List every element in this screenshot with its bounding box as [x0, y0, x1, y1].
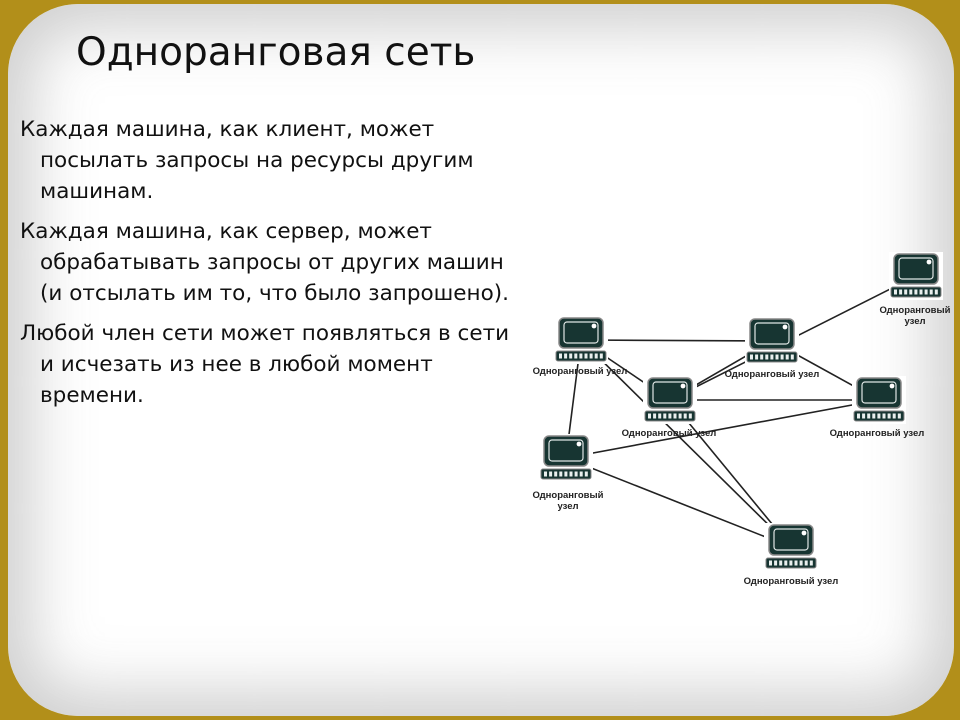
computer-icon — [889, 252, 943, 300]
node-label: Одноранговый узел — [622, 428, 717, 439]
link-n4-n6 — [565, 457, 792, 548]
computer-icon — [554, 316, 608, 364]
link-n4-n7 — [565, 399, 880, 459]
slide-title: Одноранговая сеть — [76, 30, 476, 75]
bullet-1: Каждая машина, как клиент, может посылат… — [20, 117, 474, 204]
peer-node-2: Одноранговый узел — [533, 316, 628, 377]
peer-node-5: Одноранговый узел — [622, 376, 717, 439]
node-label: Одноранговый узел — [533, 366, 628, 377]
node-label: Одноранговый — [880, 305, 951, 316]
node-label: Одноранговый узел — [744, 576, 839, 587]
computer-icon — [764, 523, 818, 571]
peer-node-7: Одноранговый узел — [830, 376, 925, 439]
computer-icon — [643, 376, 697, 424]
node-label: узел — [904, 316, 925, 327]
peer-node-6: Одноранговый узел — [744, 523, 839, 587]
computer-icon — [539, 434, 593, 482]
node-label: узел — [557, 501, 578, 512]
node-label: Одноранговый узел — [830, 428, 925, 439]
computer-icon — [852, 376, 906, 424]
link-n2-n6 — [580, 339, 792, 548]
link-n2-n3 — [580, 339, 773, 342]
node-label: Одноранговый — [533, 490, 604, 501]
bullet-2: Каждая машина, как сервер, может обрабат… — [20, 219, 509, 306]
computer-icon — [745, 317, 799, 365]
bullet-list: Каждая машина, как клиент, может посылат… — [20, 114, 520, 420]
peer-node-3: Одноранговый узел — [725, 317, 820, 380]
bullet-3: Любой член сети может появляться в сети … — [20, 321, 510, 408]
link-n5-n6 — [669, 399, 792, 548]
node-label: Одноранговый узел — [725, 369, 820, 380]
